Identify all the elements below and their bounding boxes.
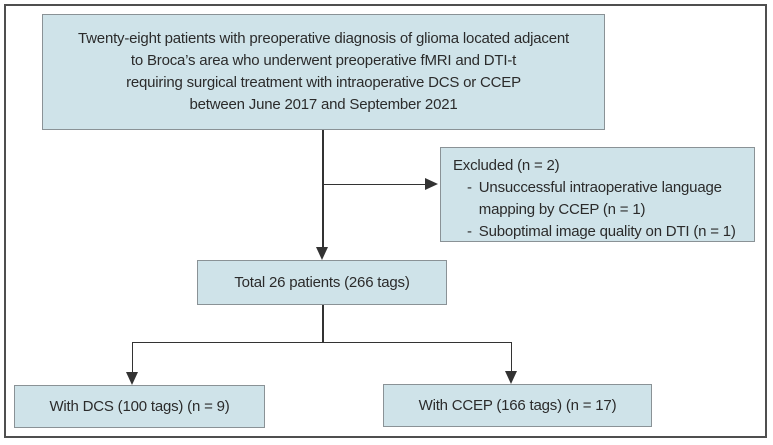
connector-total-to-branch — [322, 305, 324, 343]
arrowhead-down-ccep-icon — [505, 371, 517, 384]
connector-branch-horizontal — [131, 341, 512, 343]
figure-frame — [4, 4, 767, 438]
connector-branch-right — [510, 342, 512, 374]
connector-top-to-total — [322, 130, 324, 250]
connector-to-excluded — [322, 183, 426, 185]
box-excluded: Excluded (n = 2) - Unsuccessful intraope… — [440, 147, 755, 242]
excluded-item: - Suboptimal image quality on DTI (n = 1… — [467, 221, 744, 243]
arrowhead-down-total-icon — [316, 247, 328, 260]
bullet-dash: - — [467, 179, 472, 196]
excluded-item: - Unsuccessful intraoperative language m… — [467, 177, 744, 221]
arrowhead-right-icon — [425, 178, 438, 190]
box-with-ccep: With CCEP (166 tags) (n = 17) — [383, 384, 652, 427]
eligible-line-2: to Broca’s area who underwent preoperati… — [130, 52, 517, 69]
box-with-dcs: With DCS (100 tags) (n = 9) — [14, 385, 265, 428]
excluded-title: Excluded (n = 2) — [453, 157, 560, 174]
excluded-item-text: Unsuccessful intraoperative language map… — [478, 179, 722, 218]
eligible-line-4: between June 2017 and September 2021 — [189, 96, 458, 113]
arrowhead-down-dcs-icon — [126, 372, 138, 385]
with-dcs-label: With DCS (100 tags) (n = 9) — [49, 397, 230, 415]
excluded-item-text: Suboptimal image quality on DTI (n = 1) — [478, 223, 736, 240]
eligible-line-3: requiring surgical treatment with intrao… — [126, 74, 521, 91]
bullet-dash: - — [467, 223, 472, 240]
box-eligible-patients: Twenty-eight patients with preoperative … — [42, 14, 605, 130]
connector-branch-left — [131, 342, 133, 374]
with-ccep-label: With CCEP (166 tags) (n = 17) — [418, 396, 617, 414]
total-patients-label: Total 26 patients (266 tags) — [234, 273, 410, 291]
eligible-line-1: Twenty-eight patients with preoperative … — [78, 30, 569, 47]
box-total-patients: Total 26 patients (266 tags) — [197, 260, 447, 305]
